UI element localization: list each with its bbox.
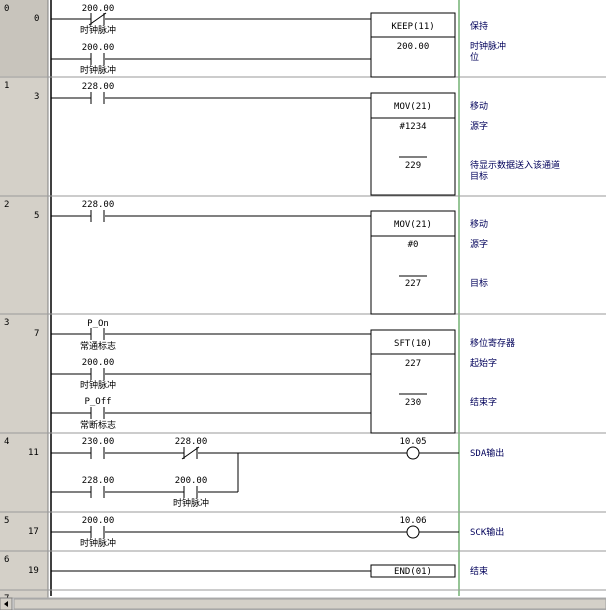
instruction-name: END(01) — [394, 567, 432, 577]
rung-number[interactable]: 4 — [4, 437, 9, 447]
operand-comment: 起始字 — [470, 357, 497, 369]
scrollbar-thumb[interactable] — [13, 598, 606, 610]
instruction-operand: 227 — [405, 359, 421, 369]
step-number: 11 — [28, 448, 39, 458]
horizontal-scrollbar[interactable] — [0, 597, 606, 611]
contact-comment: 时钟脉冲 — [80, 537, 116, 549]
arrow-left-icon — [4, 601, 8, 607]
contact-no[interactable] — [90, 486, 105, 498]
operand-comment: 源字 — [470, 120, 488, 132]
contact-nc[interactable] — [88, 12, 107, 26]
rung-3-wiring — [51, 333, 371, 414]
contact-nc[interactable] — [181, 446, 200, 460]
instruction-name: SFT(10) — [394, 339, 432, 349]
operand-comment: 目标 — [470, 277, 488, 289]
contact-address: P_Off — [84, 397, 111, 407]
instruction-operand: #1234 — [399, 122, 426, 132]
instruction-comment: 结束 — [470, 565, 488, 577]
coil-comment: SDA输出 — [470, 447, 504, 459]
operand-comment: 目标 — [470, 170, 488, 182]
coil-comment: SCK输出 — [470, 526, 504, 538]
contact-no[interactable] — [183, 486, 198, 498]
instruction-name: MOV(21) — [394, 220, 432, 230]
contact-address: 228.00 — [82, 82, 115, 92]
instruction-block[interactable] — [370, 329, 456, 434]
contact-address: 228.00 — [175, 437, 208, 447]
contact-no[interactable] — [90, 447, 105, 459]
contact-no[interactable] — [90, 328, 105, 340]
contact-comment: 常通标志 — [80, 340, 116, 352]
contact-no[interactable] — [90, 210, 105, 222]
contact-address: P_On — [87, 319, 109, 329]
operand-comment: 待显示数据送入该通道 — [470, 159, 560, 171]
instruction-comment: 移位寄存器 — [470, 337, 515, 349]
operand-comment: 位 — [470, 51, 479, 63]
contact-no[interactable] — [90, 368, 105, 380]
contact-comment: 时钟脉冲 — [80, 24, 116, 36]
contact-no[interactable] — [90, 407, 105, 419]
rung-number[interactable]: 1 — [4, 81, 9, 91]
rung-gutter — [0, 0, 48, 610]
rung-gutter-selected — [0, 0, 48, 76]
instruction-comment: 保持 — [470, 20, 488, 32]
contact-comment: 时钟脉冲 — [80, 64, 116, 76]
operand-comment: 源字 — [470, 238, 488, 250]
instruction-operand: 227 — [405, 279, 421, 289]
contact-no[interactable] — [90, 526, 105, 538]
contact-address: 228.00 — [82, 476, 115, 486]
instruction-operand: 229 — [405, 161, 421, 171]
rung-0-wiring — [51, 18, 371, 60]
instruction-block[interactable] — [370, 12, 456, 78]
rung-separators — [0, 76, 606, 591]
instruction-operand: #0 — [408, 240, 419, 250]
contact-address: 200.00 — [82, 4, 115, 14]
operand-comment: 结束字 — [470, 396, 497, 408]
contact-comment: 常断标志 — [80, 419, 116, 431]
instruction-name: KEEP(11) — [391, 22, 434, 32]
rung-number[interactable]: 3 — [4, 318, 9, 328]
step-number: 3 — [34, 92, 39, 102]
step-number: 0 — [34, 14, 39, 24]
contact-address: 200.00 — [82, 43, 115, 53]
instruction-comment: 移动 — [470, 100, 488, 112]
step-number: 19 — [28, 566, 39, 576]
rung-4-wiring — [51, 452, 459, 493]
instruction-comment: 移动 — [470, 218, 488, 230]
instruction-name: MOV(21) — [394, 102, 432, 112]
output-coil[interactable] — [406, 525, 420, 539]
instruction-block[interactable] — [370, 210, 456, 315]
contact-address: 228.00 — [82, 200, 115, 210]
instruction-operand: 230 — [405, 398, 421, 408]
step-number: 17 — [28, 527, 39, 537]
contact-no[interactable] — [90, 92, 105, 104]
rung-number[interactable]: 5 — [4, 516, 9, 526]
contact-no[interactable] — [90, 53, 105, 65]
rung-number[interactable]: 6 — [4, 555, 9, 565]
output-coil[interactable] — [406, 446, 420, 460]
coil-address: 10.05 — [399, 437, 426, 447]
contact-address: 230.00 — [82, 437, 115, 447]
rung-number[interactable]: 2 — [4, 200, 9, 210]
operand-comment: 时钟脉冲 — [470, 40, 506, 52]
contact-comment: 时钟脉冲 — [80, 379, 116, 391]
contact-address: 200.00 — [82, 358, 115, 368]
step-number: 5 — [34, 211, 39, 221]
contact-address: 200.00 — [82, 516, 115, 526]
contact-address: 200.00 — [175, 476, 208, 486]
instruction-operand: 200.00 — [397, 42, 430, 52]
contact-comment: 时钟脉冲 — [173, 497, 209, 509]
instruction-block[interactable] — [370, 92, 456, 196]
rung-number[interactable]: 0 — [4, 4, 9, 14]
step-number: 7 — [34, 329, 39, 339]
instruction-block[interactable] — [370, 564, 456, 578]
coil-address: 10.06 — [399, 516, 426, 526]
